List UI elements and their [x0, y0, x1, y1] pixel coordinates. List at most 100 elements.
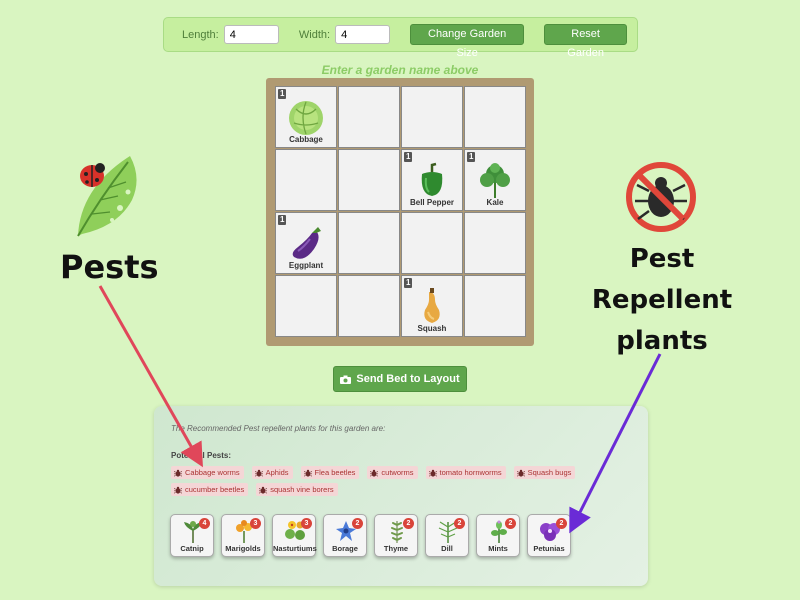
- width-label: Width:: [298, 28, 331, 41]
- width-input[interactable]: [335, 25, 391, 44]
- grid-cell-empty[interactable]: [464, 275, 526, 337]
- bug-icon: [428, 469, 437, 477]
- pest-list: Cabbage worms Aphids Flea beetles cutworms t…: [171, 466, 631, 496]
- cabbage-icon: [286, 97, 326, 137]
- bell-pepper-icon: [412, 160, 452, 200]
- send-bed-label: Send Bed to Layout: [356, 373, 460, 385]
- bug-icon: [174, 469, 182, 477]
- pest-name: Squash bugs: [527, 468, 572, 477]
- recommendation-panel: The Recommended Pest repellent plants fo…: [154, 406, 648, 586]
- bug-icon: [370, 469, 379, 477]
- pest-tag: Flea beetles: [300, 466, 360, 479]
- grid-cell-empty[interactable]: [338, 212, 400, 274]
- bug-icon: [516, 469, 525, 477]
- no-pests-icon: [626, 162, 696, 232]
- grid-cell-empty[interactable]: [275, 275, 337, 337]
- grid-cell-empty[interactable]: [401, 86, 463, 148]
- grid-cell-empty[interactable]: [464, 86, 526, 148]
- repellent-plant-label: Catnip: [180, 544, 204, 553]
- repellent-plant-label: Borage: [332, 544, 358, 553]
- change-garden-size-button[interactable]: Change Garden Size: [410, 24, 525, 59]
- grid-cell-empty[interactable]: [338, 275, 400, 337]
- repellent-label-line1: Pest: [629, 244, 695, 274]
- plant-count-badge: 1: [404, 152, 413, 162]
- plant-count-badge: 2: [352, 518, 363, 529]
- pest-tag: Cabbage worms: [171, 466, 244, 479]
- repellent-label-line3: plants: [616, 326, 708, 356]
- length-label: Length:: [182, 28, 219, 41]
- pest-tag: cutworms: [367, 466, 418, 479]
- plant-count-badge: 2: [505, 518, 516, 529]
- plant-count-badge: 1: [278, 215, 287, 225]
- grid-cell-empty[interactable]: [464, 212, 526, 274]
- pests-annotation-label: Pests: [60, 248, 159, 286]
- repellent-plant-label: Petunias: [533, 544, 565, 553]
- garden-name-placeholder: Enter a garden name above: [321, 63, 479, 77]
- potential-pests-title: Potential Pests:: [171, 451, 232, 460]
- leaf-with-ladybug-icon: [77, 156, 137, 237]
- length-input[interactable]: [223, 25, 279, 44]
- grid-cell-empty[interactable]: [338, 86, 400, 148]
- plant-count-badge: 2: [556, 518, 567, 529]
- plant-count-badge: 1: [278, 89, 287, 99]
- plant-count-badge: 4: [199, 518, 210, 529]
- garden-size-controls: Length: Width: Change Garden Size Reset …: [163, 17, 638, 59]
- kale-icon: [475, 160, 515, 200]
- pest-name: cucumber beetles: [185, 485, 245, 494]
- repellent-plant-label: Marigolds: [225, 544, 261, 553]
- plant-count-badge: 2: [454, 518, 465, 529]
- pest-tag: cucumber beetles: [171, 483, 249, 496]
- pest-name: Aphids: [265, 468, 289, 477]
- squash-icon: [412, 286, 452, 326]
- pest-tag: tomato hornworms: [425, 466, 506, 479]
- pest-name: Cabbage worms: [185, 468, 240, 477]
- plant-count-badge: 1: [467, 152, 476, 162]
- camera-icon: [340, 375, 352, 384]
- plant-label: Kale: [486, 198, 504, 207]
- plant-label: Cabbage: [289, 135, 323, 144]
- grid-cell-empty[interactable]: [338, 149, 400, 211]
- repellent-plant-label: Nasturtiums: [273, 544, 317, 553]
- pest-tag: Aphids: [251, 466, 293, 479]
- plant-count-badge: 1: [404, 278, 413, 288]
- repellent-annotation-label: Pest Repellent plants: [580, 239, 744, 362]
- recommendation-intro: The Recommended Pest repellent plants fo…: [171, 424, 386, 433]
- grid-cell-empty[interactable]: [275, 149, 337, 211]
- bug-icon: [259, 486, 268, 494]
- repellent-plant-label: Mints: [488, 544, 508, 553]
- grid-cell-empty[interactable]: [401, 212, 463, 274]
- eggplant-icon: [286, 223, 326, 263]
- repellent-plant-label: Thyme: [383, 544, 409, 553]
- bug-icon: [174, 486, 182, 494]
- reset-garden-button[interactable]: Reset Garden: [544, 24, 628, 59]
- plant-count-badge: 2: [403, 518, 414, 529]
- pest-tag: squash vine borers: [256, 483, 338, 496]
- bug-icon: [254, 469, 263, 477]
- pest-tag: Squash bugs: [513, 466, 576, 479]
- plant-count-badge: 3: [250, 518, 261, 529]
- pest-name: cutworms: [381, 468, 414, 477]
- repellent-plant-label: Dill: [441, 544, 453, 553]
- send-bed-to-layout-button[interactable]: Send Bed to Layout: [333, 366, 467, 392]
- plant-count-badge: 3: [301, 518, 312, 529]
- pest-name: Flea beetles: [314, 468, 356, 477]
- pest-name: tomato hornworms: [439, 468, 502, 477]
- plant-label: Bell Pepper: [409, 198, 454, 207]
- pest-name: squash vine borers: [270, 485, 334, 494]
